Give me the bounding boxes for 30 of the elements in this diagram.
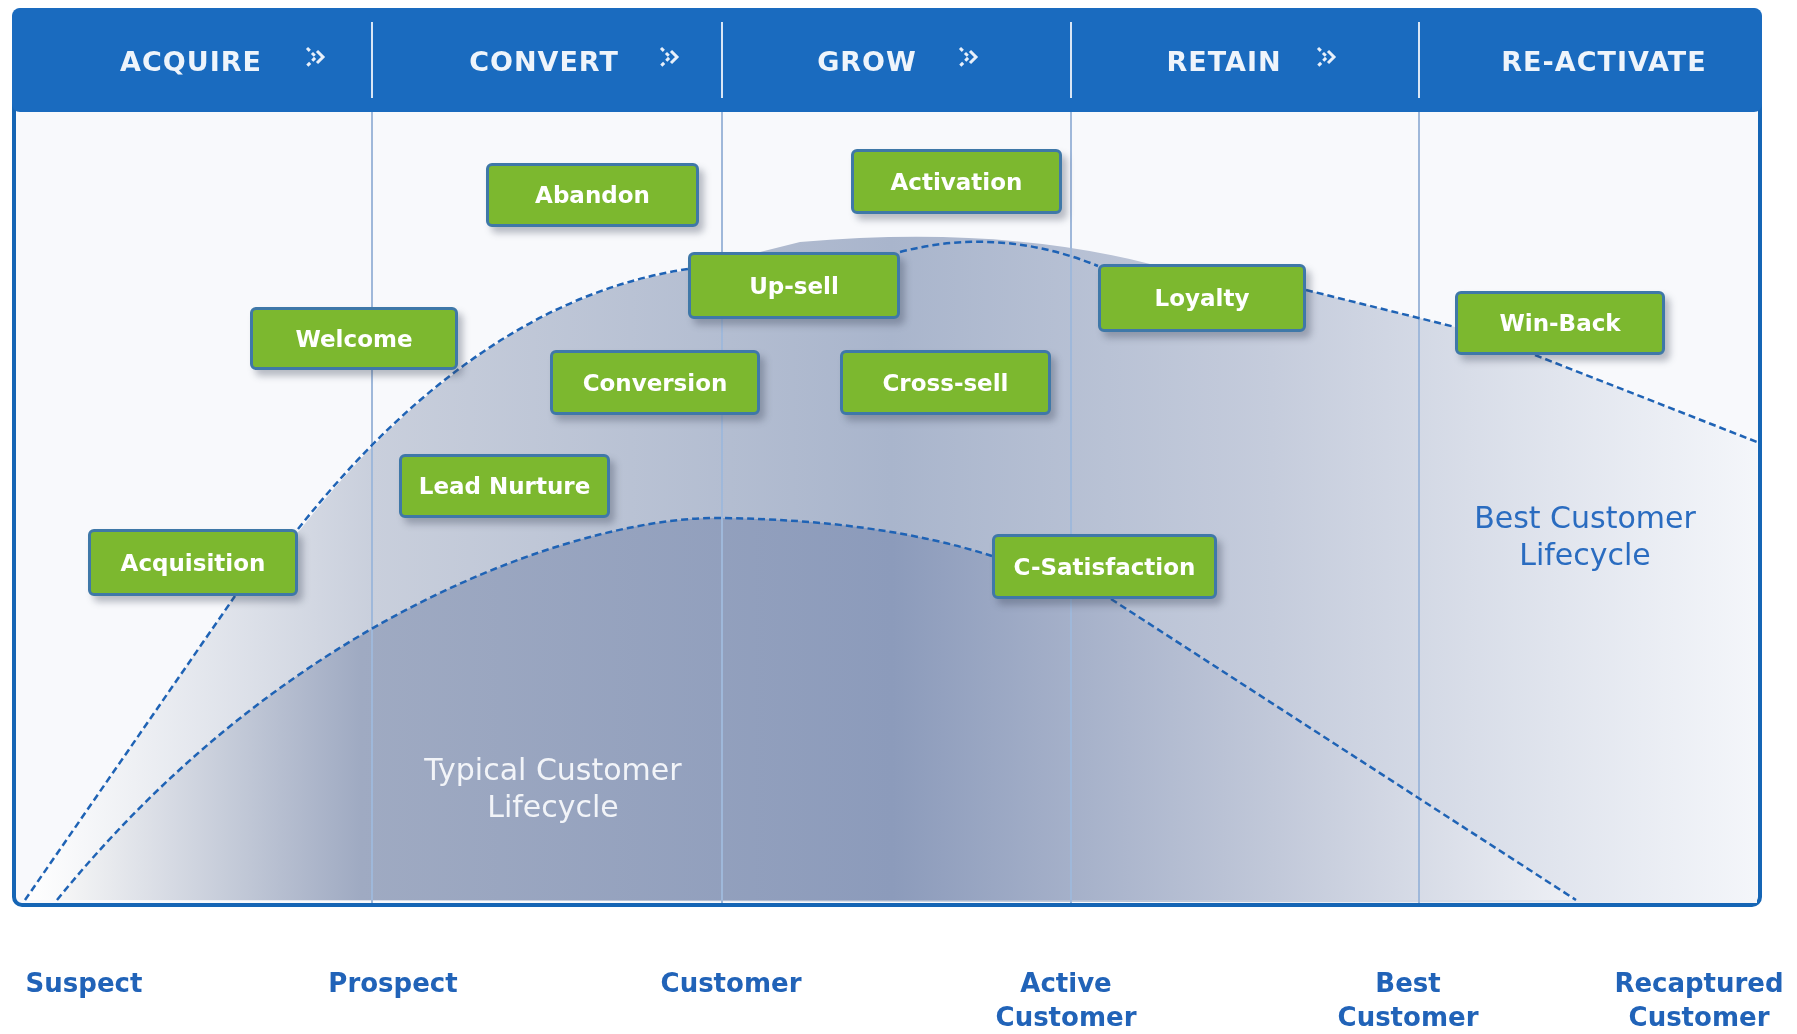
stage-box: Loyalty [1098,264,1306,332]
stage-box: Lead Nurture [399,454,610,518]
stage-label: Prospect [328,967,458,1000]
dashed-curve [56,516,993,901]
header-label: GROW [817,45,917,77]
stage-box: C-Satisfaction [992,534,1217,599]
header-label: RE-ACTIVATE [1501,45,1707,77]
stage-label: Best Customer [1336,967,1480,1034]
stage-box: Acquisition [88,529,298,596]
area-label: Best Customer Lifecycle [1473,499,1697,573]
stage-box: Conversion [550,350,760,415]
dashed-curve [297,267,689,530]
dashed-curve [1534,353,1758,444]
stage-label: Customer [660,967,802,1000]
stage-label: Suspect [25,967,143,1000]
area-label: Typical Customer Lifecycle [423,751,683,825]
stage-label: Recaptured Customer [1613,967,1785,1034]
dashed-curve [899,240,1099,268]
stage-box: Cross-sell [840,350,1051,415]
dashed-curve [23,595,237,901]
stage-box: Up-sell [688,252,900,319]
stage-label: Active Customer [994,967,1138,1034]
stage-box: Win-Back [1455,291,1665,355]
dashed-curve [1110,597,1577,902]
header-label: CONVERT [469,45,619,77]
stage-box: Welcome [250,307,458,370]
header-label: ACQUIRE [120,45,262,77]
header-label: RETAIN [1166,45,1282,77]
stage-box: Abandon [486,163,699,227]
stage-box: Activation [851,149,1062,214]
